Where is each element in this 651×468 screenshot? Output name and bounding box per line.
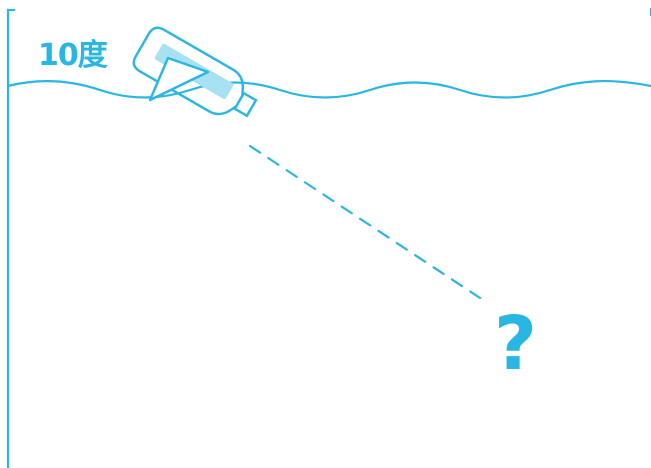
unknown-question-mark: ? <box>494 300 537 388</box>
temperature-label: 10度 <box>38 38 107 74</box>
water-surface-wave <box>8 81 651 97</box>
dashed-trajectory-line <box>250 146 480 298</box>
container-left-wall <box>8 10 14 468</box>
